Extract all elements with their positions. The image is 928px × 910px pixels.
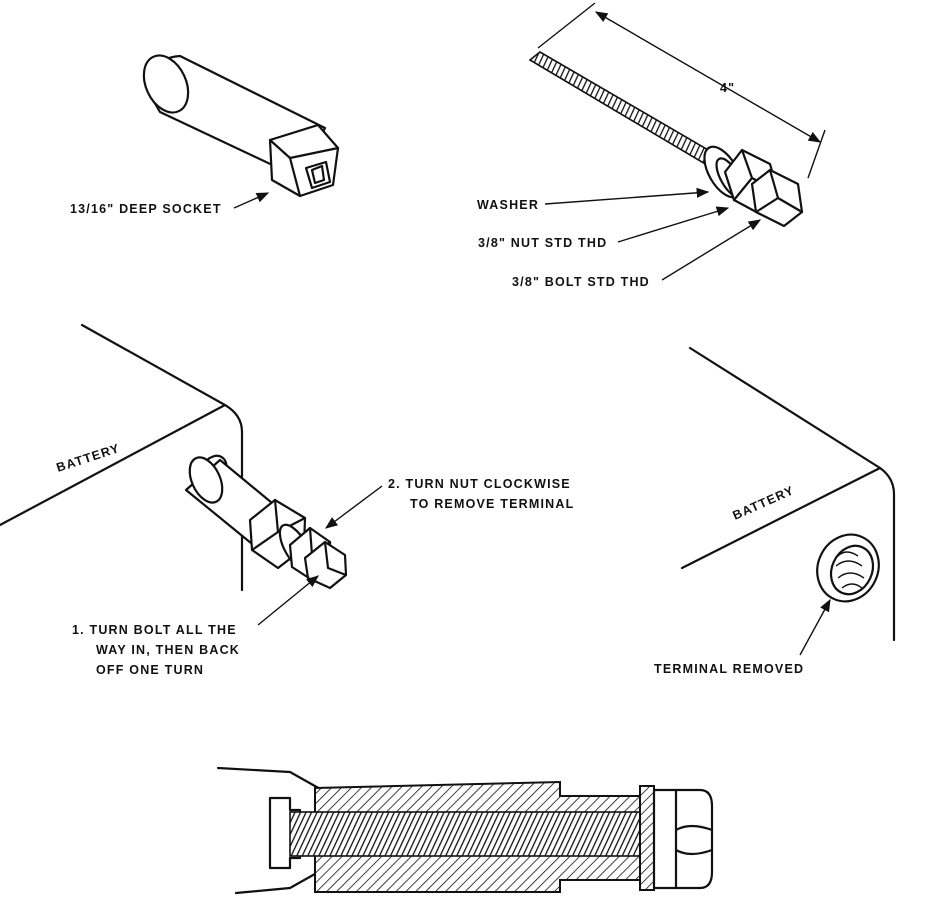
step2-label-line2: TO REMOVE TERMINAL bbox=[410, 497, 574, 511]
installed-tool-illustration bbox=[184, 454, 348, 590]
nut-leader-arrow bbox=[617, 206, 730, 243]
deep-socket-illustration bbox=[142, 54, 340, 198]
step1-label-line3: OFF ONE TURN bbox=[96, 663, 204, 677]
bolt-leader-arrow bbox=[661, 219, 762, 281]
step2-leader-arrow bbox=[324, 485, 383, 529]
step2-label-line1: 2. TURN NUT CLOCKWISE bbox=[388, 477, 571, 491]
step1-label-line1: 1. TURN BOLT ALL THE bbox=[72, 623, 237, 637]
nut-label: 3/8" NUT STD THD bbox=[478, 236, 607, 250]
terminal-removed-label: TERMINAL REMOVED bbox=[654, 662, 804, 676]
socket-leader-arrow bbox=[233, 192, 270, 209]
terminal-hole-illustration bbox=[816, 533, 880, 603]
terminal-removed-leader-arrow bbox=[799, 598, 831, 656]
washer-leader-arrow bbox=[544, 187, 710, 205]
dimension-line bbox=[537, 2, 826, 179]
battery-right-label: BATTERY bbox=[731, 483, 797, 523]
cross-section-illustration bbox=[216, 766, 714, 895]
step1-label-line2: WAY IN, THEN BACK bbox=[96, 643, 240, 657]
washer-label: WASHER bbox=[477, 198, 539, 212]
battery-left-case bbox=[0, 323, 244, 592]
battery-right-case bbox=[680, 346, 896, 642]
socket-label: 13/16" DEEP SOCKET bbox=[70, 202, 222, 216]
bolt-label: 3/8" BOLT STD THD bbox=[512, 275, 650, 289]
bolt-assembly-illustration bbox=[528, 51, 804, 228]
battery-left-label: BATTERY bbox=[55, 441, 122, 475]
step1-leader-arrow bbox=[257, 575, 319, 626]
dimension-label: 4" bbox=[720, 81, 735, 95]
